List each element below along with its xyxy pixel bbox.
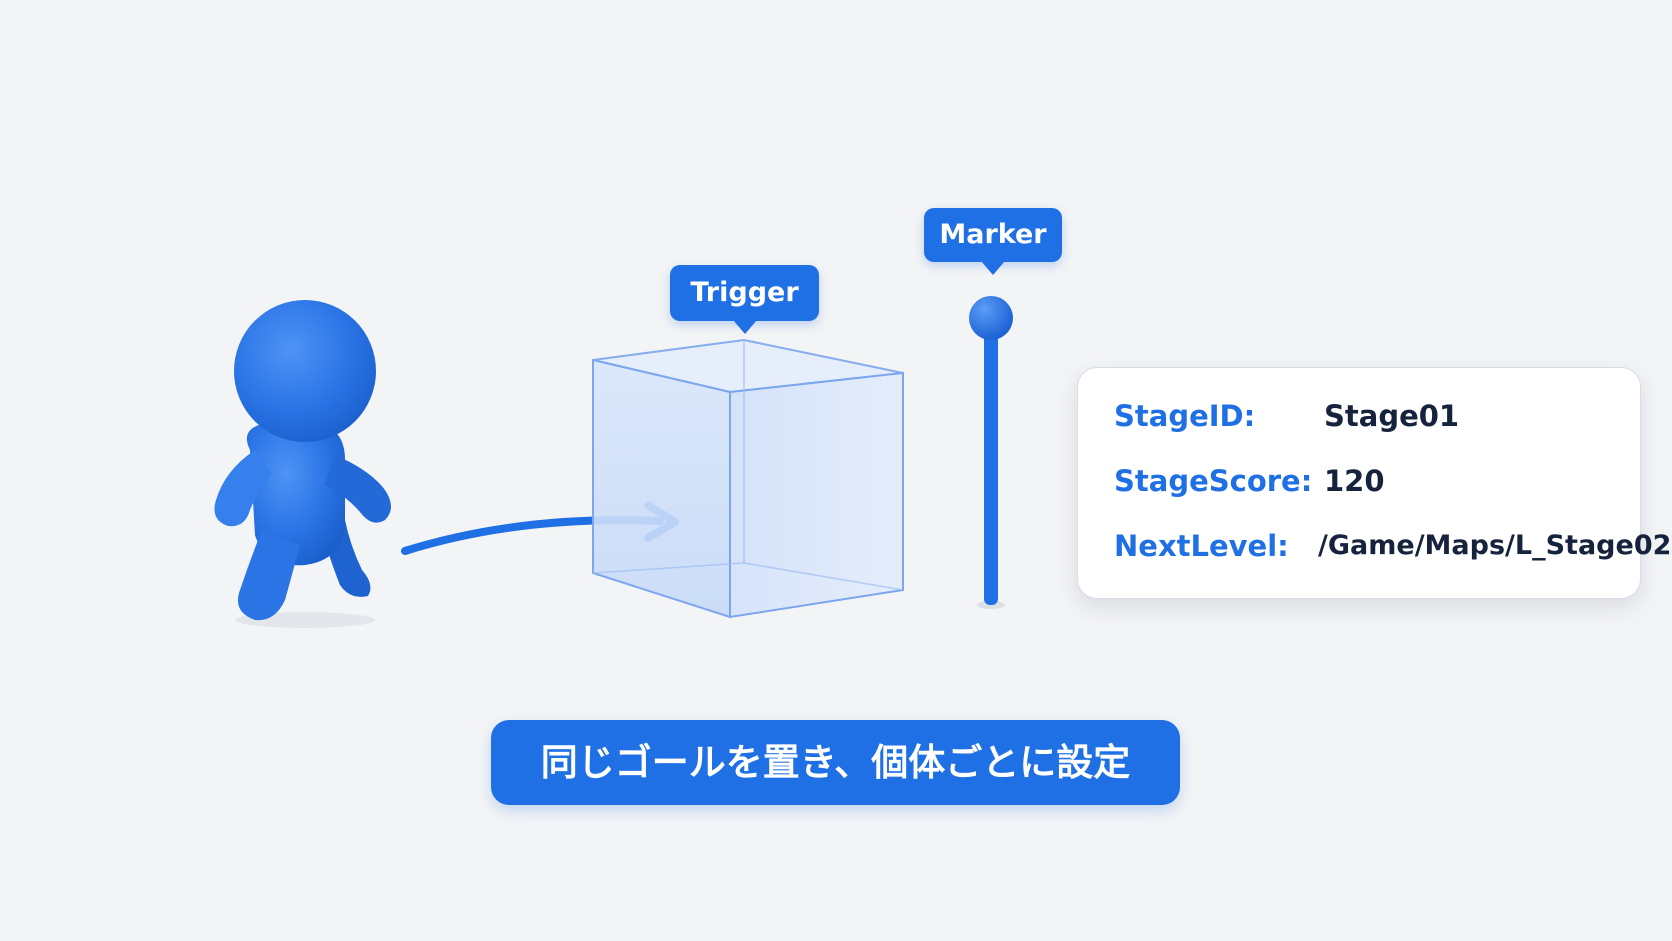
property-key: StageID: — [1114, 399, 1256, 433]
property-row-stage-id: StageID: Stage01 — [1114, 396, 1634, 436]
trigger-volume-cube-icon — [592, 338, 904, 619]
property-value: Stage01 — [1324, 399, 1460, 433]
caption-banner: 同じゴールを置き、個体ごとに設定 — [491, 720, 1180, 805]
property-row-stage-score: StageScore: 120 — [1114, 461, 1634, 501]
property-row-next-level: NextLevel: /Game/Maps/L_Stage02 — [1114, 526, 1671, 566]
property-panel: StageID: Stage01 StageScore: 120 NextLev… — [1077, 367, 1671, 599]
property-value: /Game/Maps/L_Stage02 — [1318, 530, 1672, 561]
marker-label: Marker — [924, 208, 1062, 275]
property-value: 120 — [1324, 464, 1385, 498]
property-key: NextLevel: — [1114, 529, 1289, 563]
property-key: StageScore: — [1114, 464, 1313, 498]
walking-figure-icon — [214, 300, 391, 628]
marker-pole-icon — [969, 296, 1013, 609]
trigger-label: Trigger — [670, 265, 819, 334]
